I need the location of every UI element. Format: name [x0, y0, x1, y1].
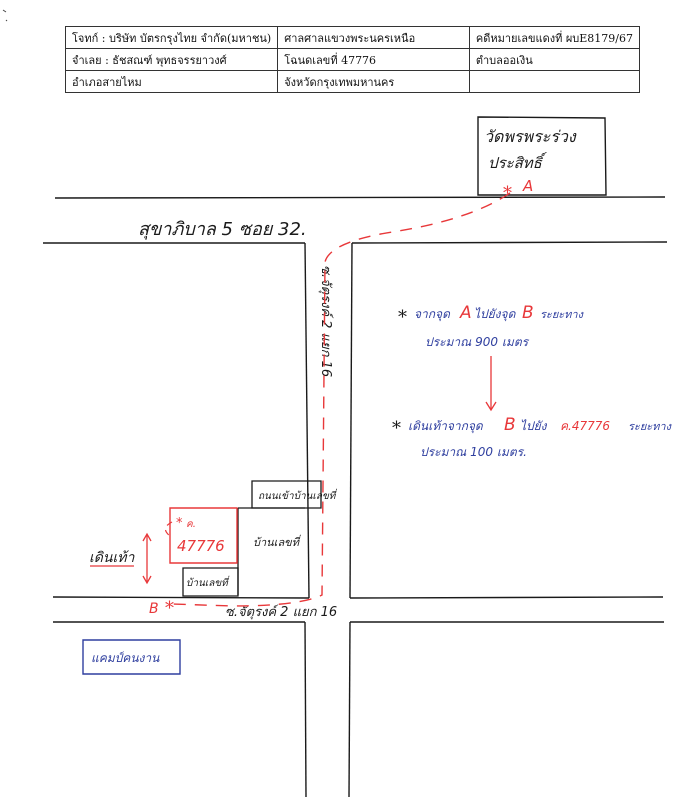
point-a-star: *: [503, 183, 512, 204]
table-cell: โจทก์ : บริษัท บัตรกรุงไทย จำกัด(มหาชน): [64, 26, 279, 49]
walk-label: เดินเท้า: [89, 550, 135, 566]
temple-landmark: วัดพรพระร่วง ประสิทธิ์: [477, 116, 607, 196]
house-top: ถนนเข้าบ้านเลขที่: [251, 480, 337, 509]
plot-prefix: ค.: [186, 519, 196, 530]
note-1: * จากจุด A ไปยังจุด B ระยะทาง ประมาณ 900…: [398, 303, 585, 349]
house-small-label: บ้านเลขที่: [186, 575, 230, 589]
table-cell: โฉนดเลขที่ 47776: [277, 48, 470, 71]
star-mark: *: [176, 516, 183, 531]
note1-suffix: ระยะทาง: [540, 308, 585, 321]
point-a-marker: * A: [503, 177, 533, 204]
note2-prefix: เดินเท้าจากจุด: [408, 419, 484, 434]
worker-camp: แคมป์คนงาน: [82, 639, 181, 675]
plot-number: 47776: [177, 537, 225, 555]
note2-b: B: [504, 415, 516, 435]
worker-camp-label: แคมป์คนงาน: [91, 651, 160, 665]
main-road: [43, 196, 668, 244]
table-row: จำเลย : ธัชสณฑ์ พุทธจรรยาวงศ์ โฉนดเลขที่…: [64, 48, 641, 71]
temple-label-line2: ประสิทธิ์: [488, 152, 548, 172]
walk-arrow: [142, 532, 152, 585]
bottom-road: [52, 596, 664, 623]
table-row: อำเภอสายไหม จังหวัดกรุงเทพมหานคร: [64, 70, 641, 93]
house-middle-label: บ้านเลขที่: [253, 534, 301, 549]
target-plot: * ค. 47776: [169, 507, 238, 564]
note1-prefix: จากจุด: [414, 307, 451, 322]
house-middle: บ้านเลขที่: [237, 507, 305, 595]
main-road-label: สุขาภิบาล 5 ซอย 32.: [138, 219, 307, 240]
point-b-label: B: [149, 601, 159, 617]
note1-mid: ไปยังจุด: [474, 307, 517, 322]
house-top-label: ถนนเข้าบ้านเลขที่: [258, 488, 337, 502]
point-b-marker: B *: [149, 598, 174, 619]
note1-line2: ประมาณ 900 เมตร: [425, 335, 530, 349]
note2-star: *: [392, 418, 401, 439]
table-cell: [468, 70, 641, 93]
note1-a: A: [459, 303, 472, 323]
route-end-dashes: [164, 521, 173, 537]
note2-suffix: ระยะทาง: [628, 420, 673, 433]
scan-speck: [2, 9, 8, 22]
note1-b: B: [522, 303, 534, 323]
note2-line2: ประมาณ 100 เมตร.: [420, 445, 527, 459]
note2-mid: ไปยัง: [520, 419, 548, 433]
house-small: บ้านเลขที่: [182, 567, 239, 597]
table-cell: จังหวัดกรุงเทพมหานคร: [277, 70, 470, 93]
note2-target: ค.47776: [560, 419, 610, 433]
note-arrow: [485, 356, 497, 412]
point-b-star: *: [165, 598, 174, 619]
vertical-soi: [304, 242, 353, 798]
note1-star: *: [398, 307, 407, 328]
route-dashed: [171, 192, 511, 607]
point-a-label: A: [522, 177, 533, 195]
vertical-soi-label: ซ.จัตุรงค์ 2 แยก 16: [318, 265, 334, 377]
table-cell: อำเภอสายไหม: [64, 70, 279, 93]
temple-label-line1: วัดพรพระร่วง: [484, 127, 577, 146]
bottom-road-label: ซ.จัตุรงค์ 2 แยก 16: [225, 604, 337, 620]
case-info-table: โจทก์ : บริษัท บัตรกรุงไทย จำกัด(มหาชน) …: [64, 26, 641, 93]
note-2: * เดินเท้าจากจุด B ไปยัง ค.47776 ระยะทาง…: [392, 415, 673, 459]
